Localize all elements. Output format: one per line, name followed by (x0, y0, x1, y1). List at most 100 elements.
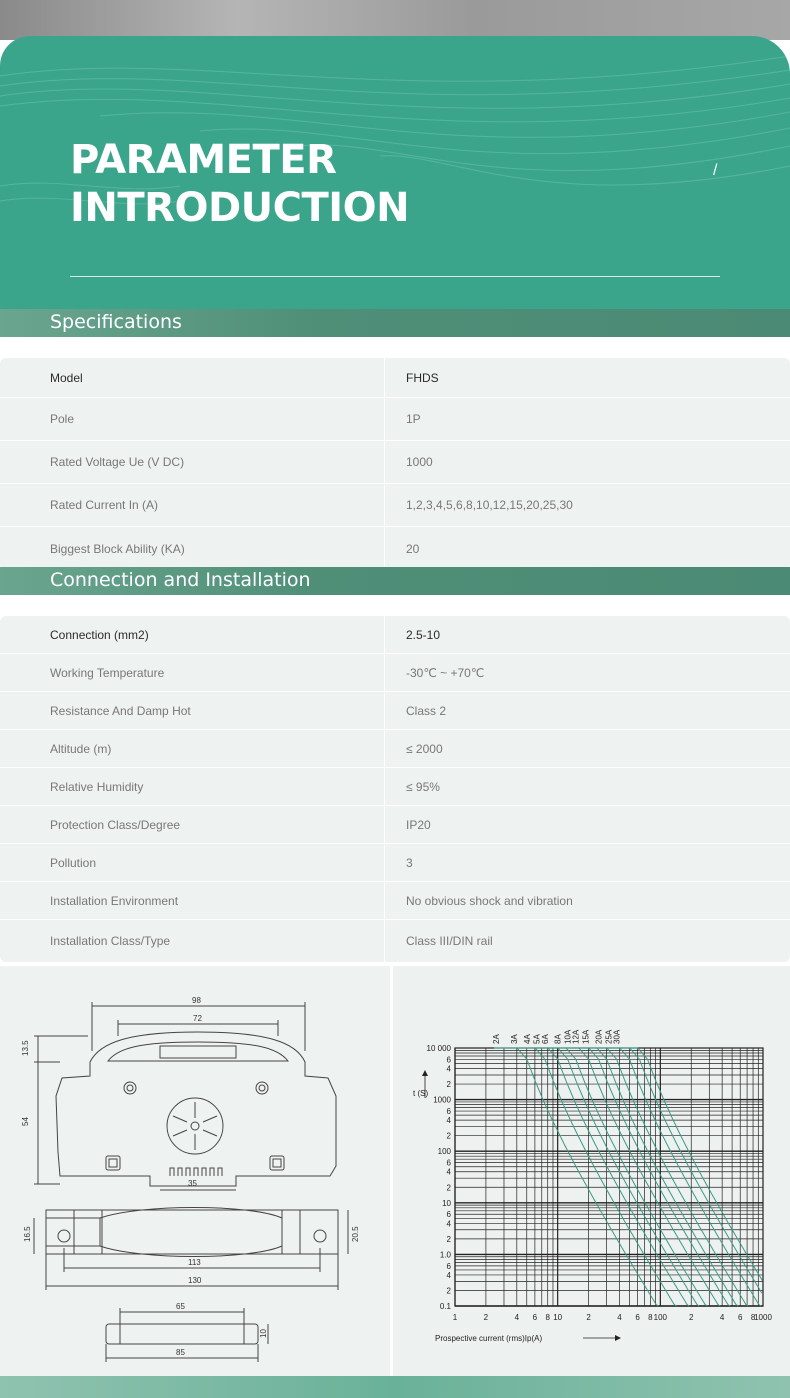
x-axis-label: Prospective current (rms)Ip(A) (435, 1334, 542, 1343)
column-divider (384, 527, 385, 570)
chart-grid (454, 1047, 764, 1307)
table-row: Connection (mm2)2.5-10 (0, 616, 790, 654)
y-tick-label: 1.0 (440, 1250, 452, 1259)
row-key: Connection (mm2) (50, 627, 149, 642)
curve-10A (565, 1047, 731, 1307)
dim-fuse-outer: 85 (176, 1348, 185, 1357)
row-key: Pole (50, 412, 75, 426)
row-value: -30℃ ~ +70℃ (406, 665, 485, 680)
curve-5A (534, 1047, 700, 1307)
row-value: IP20 (406, 817, 431, 832)
column-divider (384, 768, 385, 805)
series-label: 20A (595, 1029, 604, 1044)
x-axis-arrow-head (615, 1335, 621, 1341)
column-divider (384, 692, 385, 729)
curve-20A (596, 1047, 762, 1307)
x-tick-label: 6 (635, 1313, 640, 1322)
row-key: Relative Humidity (50, 779, 144, 794)
curve-12A (573, 1047, 739, 1307)
table-row: Rated Current In (A) 1,2,3,4,5,6,8,10,12,… (0, 484, 790, 527)
series-label: 6A (541, 1034, 550, 1044)
y-tick-label: 4 (447, 1168, 452, 1177)
x-tick-label: 6 (533, 1313, 538, 1322)
y-axis-arrow-head (422, 1070, 428, 1076)
y-tick-label: 6 (447, 1107, 452, 1116)
row-value: 3 (406, 855, 413, 870)
y-tick-label: 1000 (433, 1096, 451, 1105)
row-key: Resistance And Damp Hot (50, 703, 191, 718)
row-key: Pollution (50, 855, 97, 870)
curve-3A (512, 1047, 677, 1307)
y-tick-label: 0.1 (440, 1302, 452, 1311)
row-key: Installation Environment (50, 893, 179, 908)
y-tick-label: 2 (447, 1183, 452, 1192)
x-tick-label: 4 (515, 1313, 520, 1322)
hero-banner: PARAMETER INTRODUCTION / (0, 36, 790, 310)
series-label: 10A (564, 1029, 573, 1044)
x-tick-label: 10 (553, 1313, 562, 1322)
series-label: 2A (492, 1034, 501, 1044)
curve-15A (583, 1047, 749, 1307)
column-divider (384, 398, 385, 440)
installation-heading-bar: Connection and Installation (0, 567, 790, 595)
y-tick-label: 10 (442, 1199, 451, 1208)
y-tick-label: 10 000 (427, 1044, 452, 1053)
series-label: 12A (572, 1029, 581, 1044)
column-divider (384, 616, 385, 653)
y-tick-label: 4 (447, 1116, 452, 1125)
series-label: 30A (613, 1029, 622, 1044)
series-label: 25A (604, 1029, 613, 1044)
hero-divider (70, 276, 720, 277)
row-key: Altitude (m) (50, 741, 112, 756)
row-value: 20 (406, 541, 420, 556)
y-tick-label: 4 (447, 1065, 452, 1074)
dim-bottom-width: 35 (188, 1179, 197, 1188)
table-row: Rated Voltage Ue (V DC)1000 (0, 441, 790, 484)
row-value: ≤ 95% (406, 779, 440, 794)
row-value: 1000 (406, 455, 433, 469)
series-label: 4A (523, 1034, 532, 1044)
x-tick-label: 8 (648, 1313, 653, 1322)
installation-heading: Connection and Installation (50, 569, 311, 591)
dim-top-outer: 98 (192, 996, 201, 1005)
row-key: Installation Class/Type (50, 934, 171, 948)
y-tick-label: 6 (447, 1055, 452, 1064)
table-row: Biggest Block Ability (KA)20 (0, 527, 790, 570)
dim-side-outer: 130 (188, 1276, 202, 1285)
column-divider (384, 441, 385, 483)
column-divider (384, 730, 385, 767)
y-axis-label: t (S) (413, 1089, 428, 1098)
y-tick-label: 2 (447, 1132, 452, 1141)
x-tick-label: 8 (751, 1313, 756, 1322)
specifications-heading-bar: Specifications (0, 309, 790, 337)
column-divider (384, 882, 385, 919)
row-value: 1,2,3,4,5,6,8,10,12,15,20,25,30 (406, 498, 573, 512)
y-tick-label: 2 (447, 1080, 452, 1089)
table-row: Relative Humidity ≤ 95% (0, 768, 790, 806)
dimension-drawing: 98 72 13.5 54 35 16.5 20.5 113 130 65 85… (21, 996, 360, 1362)
column-divider (384, 806, 385, 843)
curve-4A (524, 1047, 690, 1307)
x-tick-label: 2 (689, 1313, 694, 1322)
x-tick-label: 2 (484, 1313, 489, 1322)
dim-top-inner: 72 (193, 1014, 202, 1023)
dim-side-right: 20.5 (351, 1226, 360, 1242)
dim-fuse-inner: 65 (176, 1302, 185, 1311)
top-photo-strip (0, 0, 790, 40)
y-tick-label: 100 (438, 1147, 452, 1156)
y-tick-label: 6 (447, 1262, 452, 1271)
row-key: Rated Current In (A) (50, 498, 159, 512)
page-title: PARAMETER INTRODUCTION (70, 136, 410, 232)
curve-2A (494, 1047, 659, 1307)
row-key: Protection Class/Degree (50, 817, 181, 832)
series-label: 5A (533, 1034, 542, 1044)
